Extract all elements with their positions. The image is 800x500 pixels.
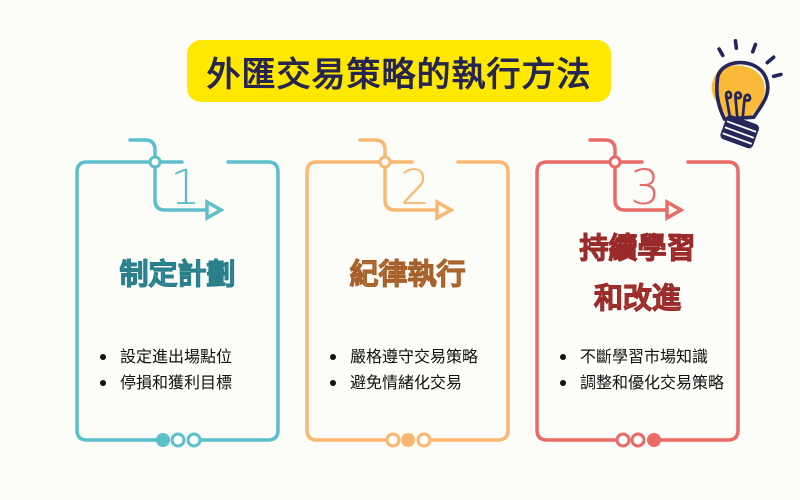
progress-dots (615, 432, 661, 448)
step-heading-line-2: 和改進 (593, 281, 681, 316)
card-frame (75, 138, 280, 448)
step-number: 1 (170, 160, 201, 216)
step-heading: 紀律執行 (349, 257, 466, 292)
step-card-3: 3 持續學習 和改進 不斷學習市場知識 調整和優化交易策略 (535, 130, 775, 460)
bullet-item: 避免情緒化交易 (330, 370, 478, 396)
bullet-item: 嚴格遵守交易策略 (330, 344, 478, 370)
bullet-item: 停損和獲利目標 (100, 370, 232, 396)
step-card-1: 1 制定計劃 設定進出場點位 停損和獲利目標 (75, 130, 315, 460)
bullet-item: 調整和優化交易策略 (560, 370, 724, 396)
bullet-list: 不斷學習市場知識 調整和優化交易策略 (560, 344, 724, 396)
step-heading: 制定計劃 (119, 257, 236, 292)
step-heading-line-1: 持續學習 (579, 231, 696, 266)
page-title: 外匯交易策略的執行方法 (187, 40, 611, 102)
step-number: 3 (630, 160, 661, 216)
card-frame (305, 138, 510, 448)
lightbulb-icon (711, 39, 783, 149)
bullet-item: 設定進出場點位 (100, 344, 232, 370)
step-number: 2 (400, 160, 431, 216)
progress-dots (385, 432, 432, 448)
bullet-list: 設定進出場點位 停損和獲利目標 (100, 344, 232, 396)
progress-dots (156, 432, 202, 448)
step-card-2: 2 紀律執行 嚴格遵守交易策略 避免情緒化交易 (305, 130, 545, 460)
bullet-item: 不斷學習市場知識 (560, 344, 724, 370)
card-frame (535, 138, 740, 448)
bullet-list: 嚴格遵守交易策略 避免情緒化交易 (330, 344, 478, 396)
